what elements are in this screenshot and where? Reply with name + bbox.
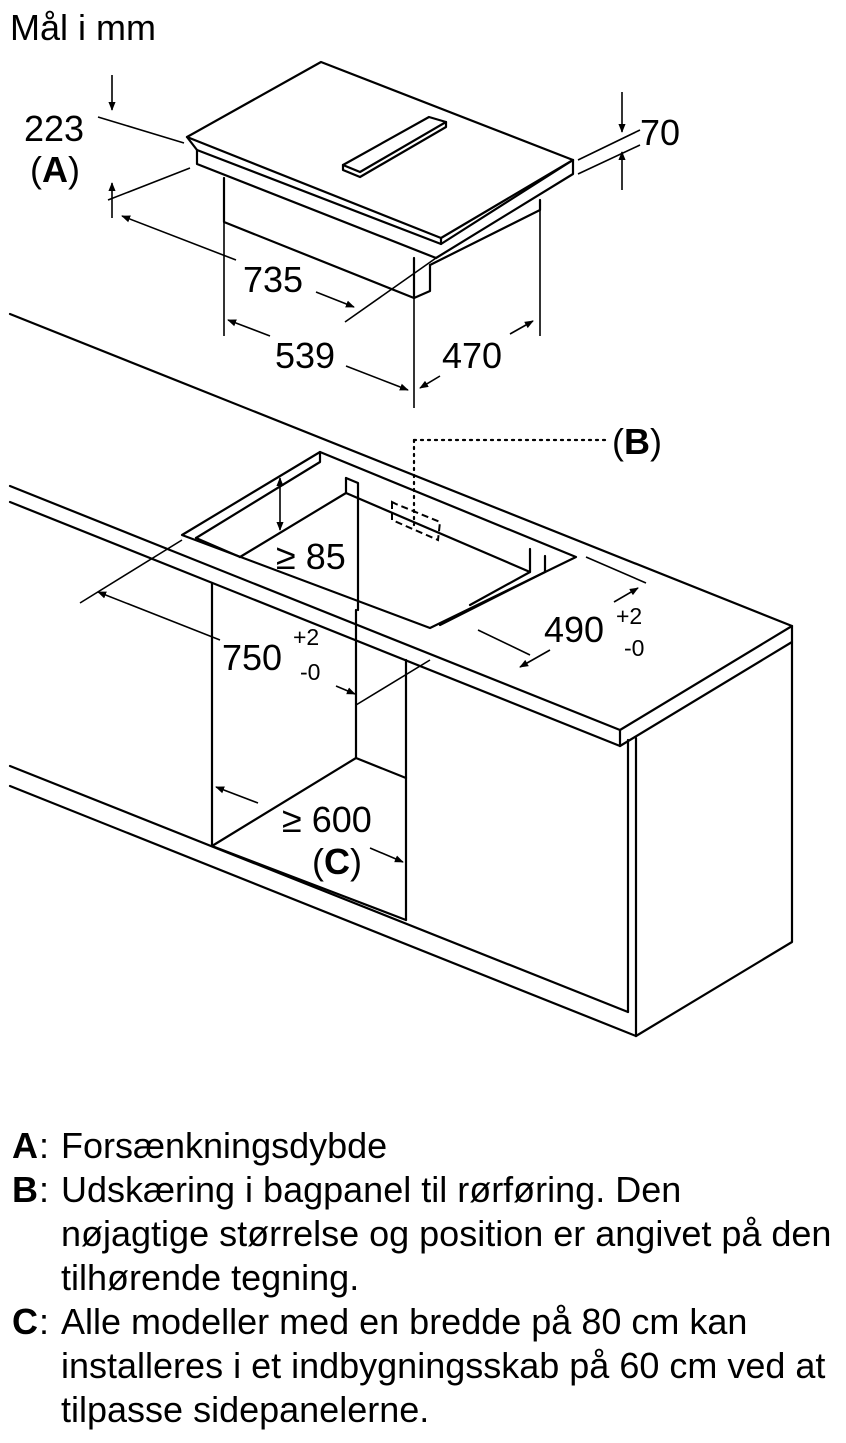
label-490-tol-plus: +2 [616, 603, 642, 629]
label-223: 223 [24, 108, 84, 149]
hob-vent-slot [341, 115, 448, 174]
worktop-front-edge [8, 484, 622, 732]
label-490: 490 [544, 609, 604, 650]
hob-drawing [185, 60, 575, 300]
plinth-top [8, 764, 630, 1014]
marker-b: (B) [612, 421, 662, 462]
units-title: Mål i mm [10, 7, 156, 48]
label-490-tol-minus: -0 [624, 635, 644, 661]
label-750: 750 [222, 637, 282, 678]
dim-cutout-depth: 490 +2 -0 [477, 556, 647, 668]
label-750-tol-plus: +2 [293, 624, 319, 650]
legend-item-b: B : Udskæring i bagpanel til rørføring. … [12, 1168, 832, 1300]
legend-key: C [12, 1301, 38, 1342]
dim-hob-body-width: 539 [223, 222, 415, 408]
dim-hob-depth: 470 [419, 210, 541, 389]
label-750-tol-minus: -0 [300, 659, 320, 685]
legend-key: A [12, 1125, 38, 1166]
legend-item-c: C : Alle modeller med en bredde på 80 cm… [12, 1300, 832, 1432]
marker-b-group: (B) [391, 421, 662, 542]
legend-separator: : [39, 1301, 50, 1342]
installation-diagram: Mål i mm 223 (A) 70 735 [8, 7, 794, 1038]
marker-c: (C) [312, 841, 362, 882]
legend-text: Alle modeller med en bredde på 80 cm kan… [61, 1301, 826, 1430]
dim-hob-width: 735 [121, 215, 437, 323]
dim-hob-height: 223 (A) [24, 75, 191, 218]
marker-a: (A) [30, 149, 80, 190]
hob-top-surface [185, 60, 575, 240]
plinth-bottom [8, 784, 638, 1038]
label-600: ≥ 600 [282, 799, 372, 840]
legend-text: Udskæring i bagpanel til rørføring. Den … [61, 1169, 832, 1298]
dim-recess-depth: ≥ 85 [276, 477, 346, 577]
label-470: 470 [442, 335, 502, 376]
label-70: 70 [640, 112, 680, 153]
rear-panel-cutout [391, 500, 442, 542]
legend-separator: : [39, 1169, 50, 1210]
legend: A : Forsænkningsdybde B : Udskæring i ba… [12, 1124, 832, 1432]
hob-plate-edge [185, 135, 575, 260]
worktop-back-edge [8, 312, 794, 628]
dim-cabinet-width: ≥ 600 (C) [215, 786, 404, 882]
label-539: 539 [275, 335, 335, 376]
legend-separator: : [39, 1125, 50, 1166]
dim-cutout-width: 750 +2 -0 [79, 539, 431, 706]
dim-hob-thickness: 70 [577, 92, 680, 190]
label-85: ≥ 85 [276, 536, 346, 577]
label-735: 735 [243, 259, 303, 300]
legend-key: B [12, 1169, 38, 1210]
legend-text: Forsænkningsdybde [61, 1125, 388, 1166]
worktop-cutout [180, 450, 578, 630]
worktop-cabinet-drawing [8, 312, 794, 1038]
legend-item-a: A : Forsænkningsdybde [12, 1124, 832, 1168]
